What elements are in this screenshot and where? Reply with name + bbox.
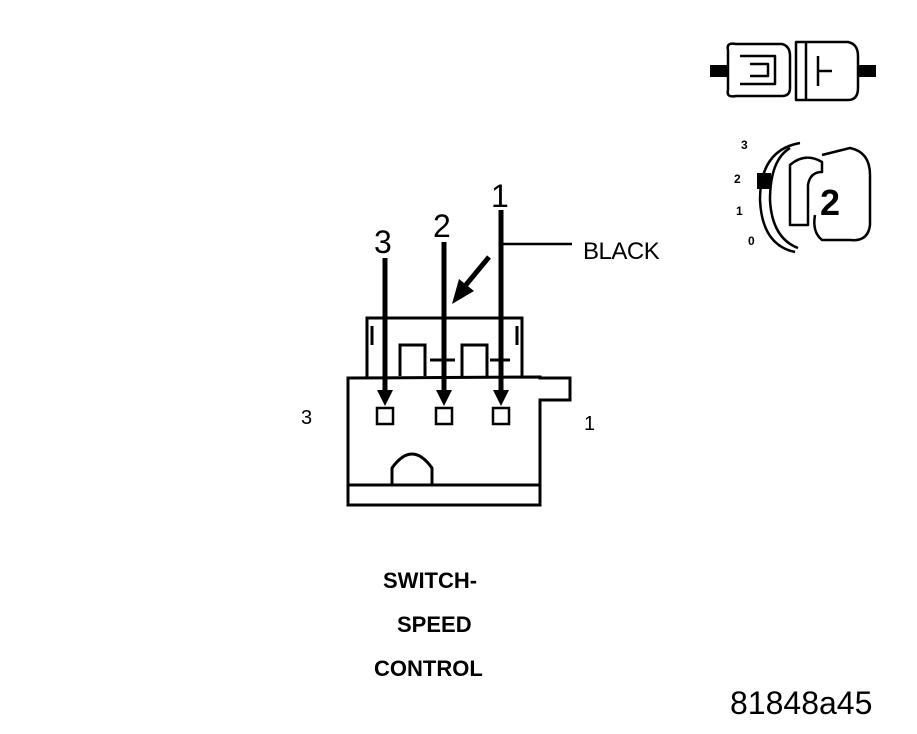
pin-arrows xyxy=(377,210,509,406)
side-label-right: 1 xyxy=(584,413,596,435)
terminal-cavity-1 xyxy=(491,406,511,426)
diagonal-arrow xyxy=(452,255,491,304)
dial-position-0: 0 xyxy=(748,234,755,248)
terminal-cavities xyxy=(375,406,511,426)
terminal-cavity-3 xyxy=(375,406,395,426)
caption-line-3: CONTROL xyxy=(374,656,483,681)
dial-selected-value: 2 xyxy=(820,182,841,223)
connector-housing xyxy=(346,316,572,507)
dial-position-3: 3 xyxy=(741,138,748,152)
caption-line-2: SPEED xyxy=(397,612,472,637)
dial-position-1: 1 xyxy=(736,204,743,218)
connector-side-view xyxy=(710,40,876,102)
dial-position-2: 2 xyxy=(734,172,741,186)
side-label-left: 3 xyxy=(301,407,313,429)
wire-color-label: BLACK xyxy=(583,238,660,265)
figure-id: 81848a45 xyxy=(730,685,873,721)
pin-label-2: 2 xyxy=(433,208,451,244)
pin-label-1: 1 xyxy=(491,178,509,214)
terminal-cavity-2 xyxy=(434,406,454,426)
caption-line-1: SWITCH- xyxy=(383,568,478,593)
rotary-dial xyxy=(757,141,872,254)
pin-label-3: 3 xyxy=(374,224,392,260)
